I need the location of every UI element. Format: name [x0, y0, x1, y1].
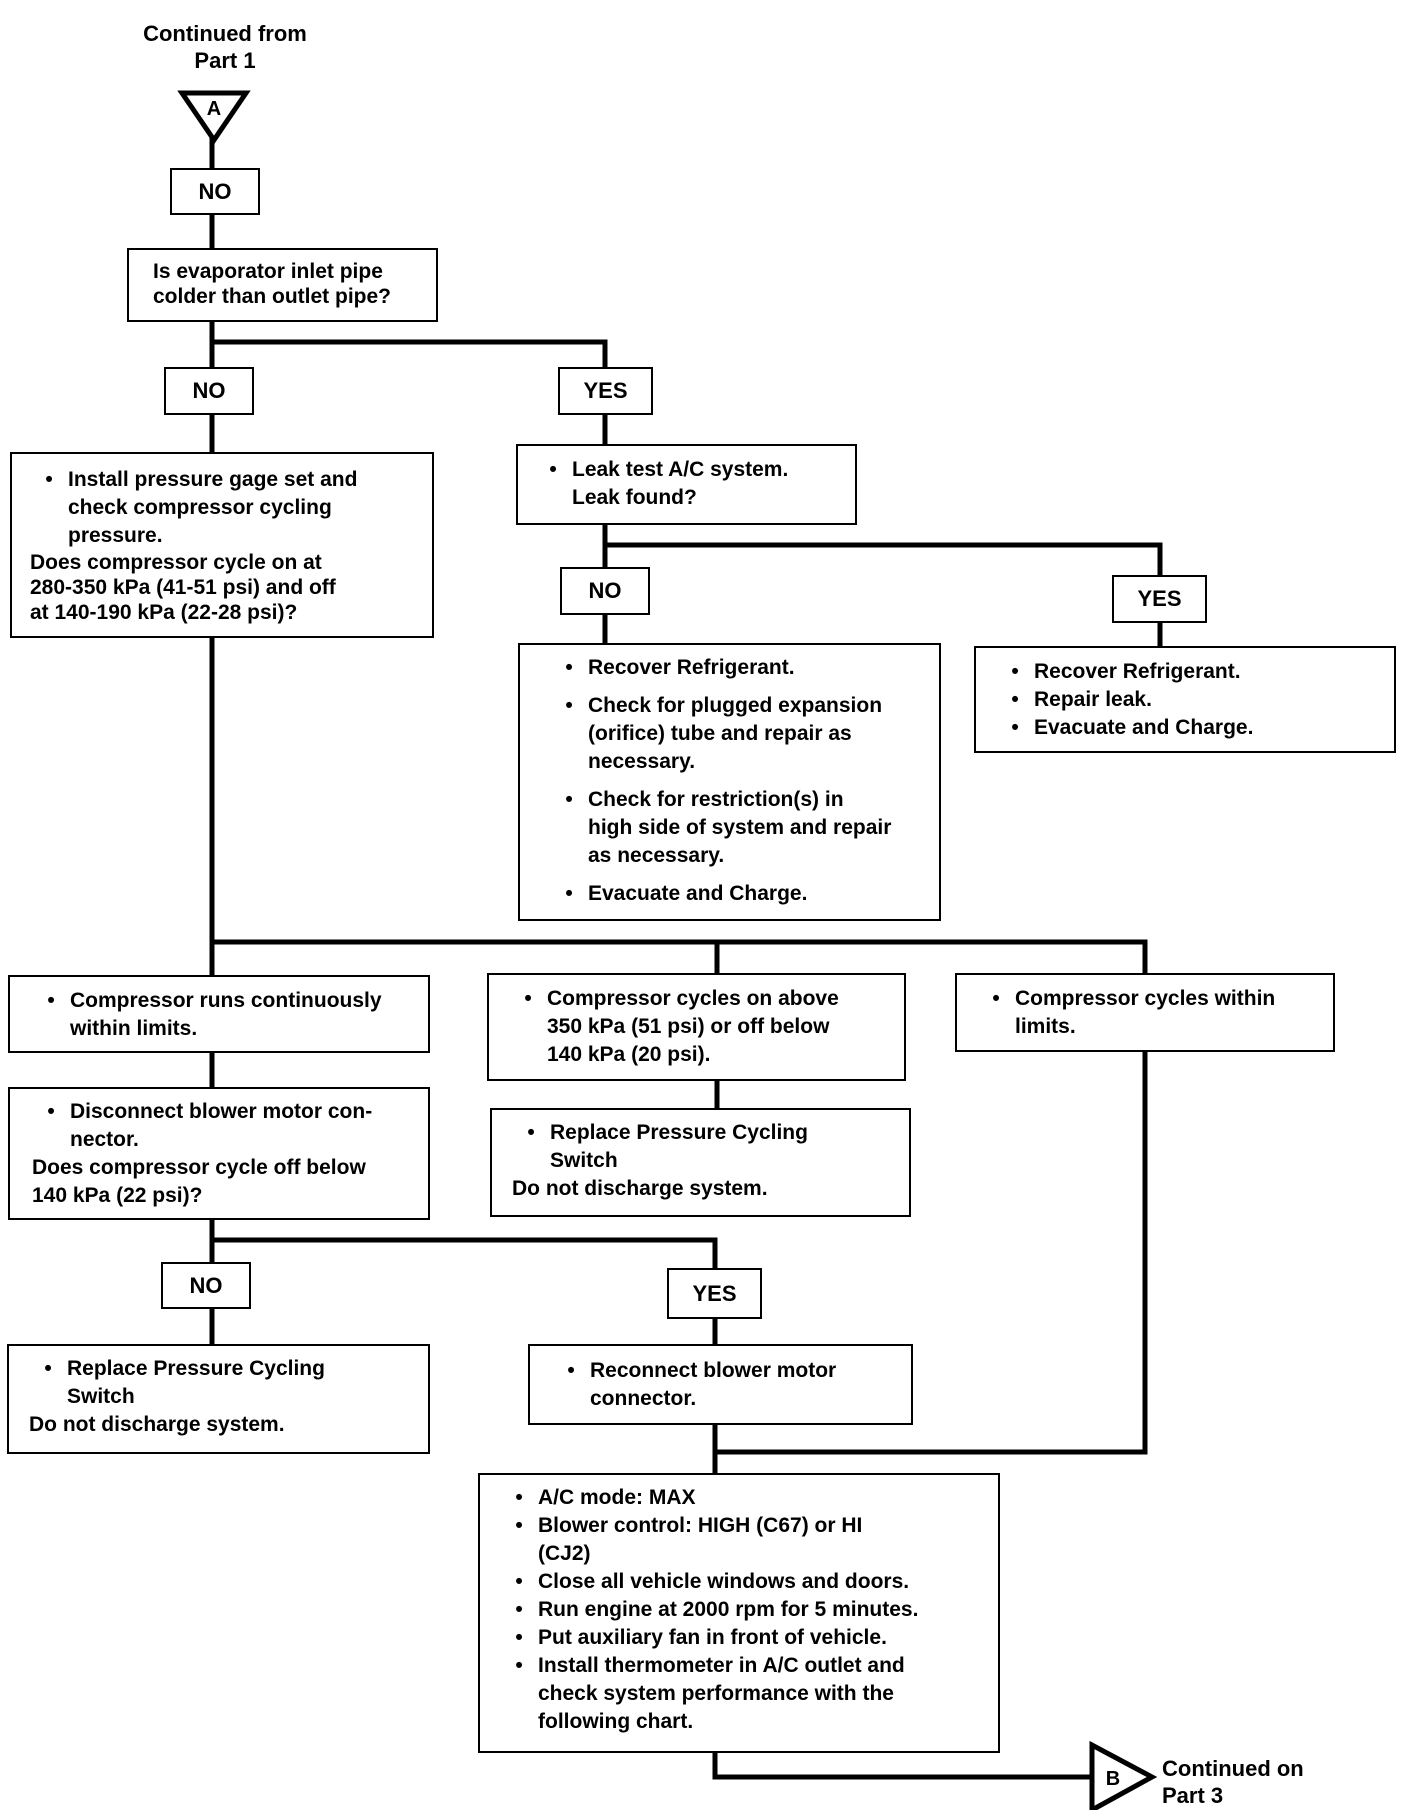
- final-steps-box: • A/C mode: MAX • Blower control: HIGH (…: [478, 1473, 1000, 1753]
- connector-a-letter: A: [207, 98, 221, 120]
- no-leak-actions-box: • Recover Refrigerant. • Check for plugg…: [518, 643, 941, 921]
- yes-label-3: YES: [667, 1268, 762, 1319]
- gage-check-box: • Install pressure gage set and check co…: [10, 452, 434, 638]
- bullet-icon: •: [549, 458, 557, 481]
- bullet-icon: •: [565, 788, 573, 811]
- no-label-4: NO: [161, 1262, 251, 1309]
- replace-switch-mid-box: • Replace Pressure Cycling Switch Do not…: [490, 1108, 911, 1217]
- bullet-icon: •: [44, 1357, 52, 1380]
- bullet-icon: •: [527, 1121, 535, 1144]
- cycles-outside-box: • Compressor cycles on above 350 kPa (51…: [487, 973, 906, 1081]
- cycles-within-item: • Compressor cycles within limits.: [977, 985, 1323, 1041]
- bullet-icon: •: [1011, 716, 1019, 739]
- continued-from-note: Continued from Part 1: [143, 21, 307, 73]
- evaporator-question-text: Is evaporator inlet pipe colder than out…: [153, 260, 392, 308]
- replace-switch-low-note: Do not discharge system.: [29, 1413, 285, 1436]
- bullet-icon: •: [515, 1626, 523, 1649]
- final-step-4: • Run engine at 2000 rpm for 5 minutes.: [500, 1596, 988, 1624]
- leak-action-3: • Evacuate and Charge.: [996, 714, 1384, 742]
- leak-action-2: • Repair leak.: [996, 686, 1384, 714]
- no-leak-action-1: • Recover Refrigerant.: [550, 654, 929, 682]
- replace-switch-mid-note: Do not discharge system.: [512, 1177, 768, 1200]
- leak-test-text: Leak test A/C system. Leak found?: [572, 458, 789, 509]
- bullet-icon: •: [515, 1598, 523, 1621]
- final-step-5: • Put auxiliary fan in front of vehicle.: [500, 1624, 988, 1652]
- no-leak-action-4: • Evacuate and Charge.: [550, 880, 929, 908]
- final-step-1: • A/C mode: MAX: [500, 1484, 988, 1512]
- no-leak-action-2: • Check for plugged expansion (orifice) …: [550, 692, 929, 776]
- no-label-1: NO: [170, 168, 260, 215]
- replace-switch-mid-item: • Replace Pressure Cycling Switch: [512, 1119, 899, 1175]
- connector-b-icon: B: [1089, 1740, 1158, 1810]
- gage-check-question: Does compressor cycle on at 280-350 kPa …: [30, 551, 336, 624]
- runs-continuously-item: • Compressor runs continuously within li…: [32, 987, 418, 1043]
- bullet-icon: •: [524, 987, 532, 1010]
- bullet-icon: •: [567, 1359, 575, 1382]
- gage-check-text: Install pressure gage set and check comp…: [68, 468, 358, 547]
- gage-check-item: • Install pressure gage set and check co…: [30, 466, 422, 550]
- bullet-icon: •: [565, 694, 573, 717]
- connector-b-letter: B: [1106, 1768, 1120, 1790]
- bullet-icon: •: [515, 1514, 523, 1537]
- connector-a-icon: A: [177, 90, 251, 145]
- yes-label-2: YES: [1112, 575, 1207, 623]
- bullet-icon: •: [1011, 660, 1019, 683]
- leak-test-box: • Leak test A/C system. Leak found?: [516, 444, 857, 525]
- bullet-icon: •: [515, 1486, 523, 1509]
- final-step-2: • Blower control: HIGH (C67) or HI (CJ2): [500, 1512, 988, 1568]
- leak-action-1: • Recover Refrigerant.: [996, 658, 1384, 686]
- final-step-6: • Install thermometer in A/C outlet and …: [500, 1652, 988, 1736]
- leak-actions-box: • Recover Refrigerant. • Repair leak. • …: [974, 646, 1396, 753]
- no-leak-action-3: • Check for restriction(s) in high side …: [550, 786, 929, 870]
- replace-switch-low-box: • Replace Pressure Cycling Switch Do not…: [7, 1344, 430, 1454]
- disconnect-blower-box: • Disconnect blower motor con- nector. D…: [8, 1087, 430, 1220]
- yes-label-1: YES: [558, 367, 653, 415]
- bullet-icon: •: [565, 656, 573, 679]
- evaporator-question-box: Is evaporator inlet pipe colder than out…: [127, 248, 438, 322]
- cycles-within-box: • Compressor cycles within limits.: [955, 973, 1335, 1052]
- bullet-icon: •: [515, 1570, 523, 1593]
- reconnect-blower-box: • Reconnect blower motor connector.: [528, 1344, 913, 1425]
- reconnect-blower-item: • Reconnect blower motor connector.: [552, 1357, 901, 1413]
- bullet-icon: •: [45, 468, 53, 491]
- no-label-2: NO: [164, 367, 254, 415]
- bullet-icon: •: [47, 1100, 55, 1123]
- cycles-outside-item: • Compressor cycles on above 350 kPa (51…: [509, 985, 894, 1069]
- final-step-3: • Close all vehicle windows and doors.: [500, 1568, 988, 1596]
- bullet-icon: •: [515, 1654, 523, 1677]
- bullet-icon: •: [565, 882, 573, 905]
- bullet-icon: •: [47, 989, 55, 1012]
- runs-continuously-box: • Compressor runs continuously within li…: [8, 975, 430, 1053]
- leak-test-item: • Leak test A/C system. Leak found?: [534, 456, 845, 512]
- disconnect-blower-question: Does compressor cycle off below 140 kPa …: [32, 1156, 366, 1207]
- no-label-3: NO: [560, 567, 650, 615]
- bullet-icon: •: [992, 987, 1000, 1010]
- disconnect-blower-item: • Disconnect blower motor con- nector.: [32, 1098, 418, 1154]
- continued-on-note: Continued on Part 3: [1162, 1756, 1304, 1808]
- replace-switch-low-item: • Replace Pressure Cycling Switch: [29, 1355, 418, 1411]
- bullet-icon: •: [1011, 688, 1019, 711]
